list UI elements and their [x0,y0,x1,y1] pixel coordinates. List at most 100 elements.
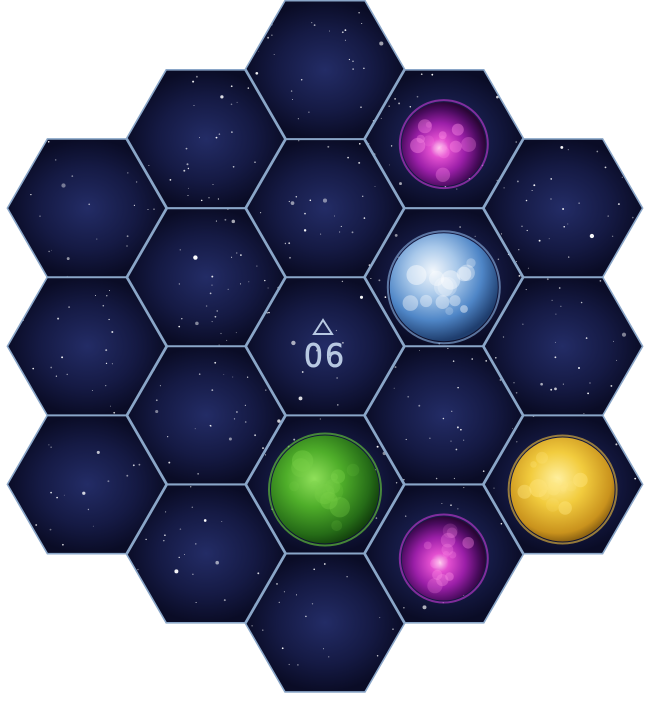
star [112,79,114,82]
star [82,491,86,495]
star [537,580,540,583]
star [587,392,589,395]
star [456,426,459,429]
star [295,196,298,198]
star [562,383,564,385]
star [126,474,129,477]
star [260,212,262,214]
star [11,15,15,18]
star [457,386,459,389]
star [91,390,93,391]
star [435,477,438,480]
star [179,249,181,251]
star [395,482,398,484]
star [159,385,161,387]
hex-tile-t18[interactable] [245,553,405,692]
star [188,41,191,43]
star [617,203,620,206]
star [215,220,217,222]
star [359,295,364,299]
star [21,3,23,5]
star [267,36,270,39]
hex-tile-t06[interactable] [126,207,287,347]
star [492,47,494,49]
hex-tile-t13[interactable] [7,415,168,554]
star [276,583,278,585]
star [223,599,226,602]
star [138,82,140,84]
star [522,323,524,325]
hex-tile-t05[interactable] [482,138,643,278]
star [374,185,376,188]
star [419,350,421,351]
star [459,28,461,30]
star [23,531,25,533]
star [192,573,194,576]
star [32,538,35,541]
star [177,660,179,662]
star [390,145,393,147]
star [138,463,141,466]
hex-tile-t08[interactable] [7,277,168,416]
star [568,256,570,258]
star [553,52,555,54]
star [420,693,421,694]
star [323,648,324,650]
hex-tile-t09[interactable] [245,277,405,416]
star [464,28,466,30]
star [308,111,310,113]
ice-planet[interactable] [386,230,501,345]
star [389,164,391,166]
hex-tile-t10[interactable] [482,277,643,416]
star [432,670,435,673]
star [148,165,150,166]
star [191,506,194,508]
star [471,358,473,360]
star [72,610,74,612]
star [390,676,394,679]
hex-tile-t01[interactable] [126,69,287,209]
star [563,225,565,228]
jungle-planet[interactable] [268,432,382,547]
star [562,208,565,210]
star [313,568,316,571]
star [87,508,90,511]
hex-tile-t16[interactable] [126,484,287,623]
purple-planet-south[interactable] [398,513,489,604]
star [582,119,585,121]
hex-tile-t03[interactable] [7,138,168,278]
star [92,525,94,527]
star [223,374,225,375]
hex-tile-t04[interactable] [245,138,405,278]
star [70,699,72,701]
star [546,278,549,281]
star [246,376,249,378]
star [616,624,618,627]
hex-tile-t11[interactable] [126,346,287,485]
star [456,188,458,190]
desert-planet[interactable] [507,434,618,545]
star [181,317,183,320]
star [192,80,195,83]
hex-tile-t12[interactable] [363,346,524,485]
star [203,519,207,522]
purple-planet-north[interactable] [398,99,489,190]
star [106,295,108,297]
star [48,444,50,446]
star [544,47,546,50]
star [327,145,330,148]
star [513,382,515,384]
star [607,31,610,34]
hex-tile-t00[interactable] [245,0,405,140]
star [248,281,250,283]
star [625,450,627,453]
star [199,137,201,139]
star [24,134,27,136]
star [95,295,96,296]
star [134,622,136,624]
hex-border-t16 [125,483,288,624]
star [596,150,599,153]
star [518,249,520,251]
star [197,473,199,475]
star [485,360,488,362]
